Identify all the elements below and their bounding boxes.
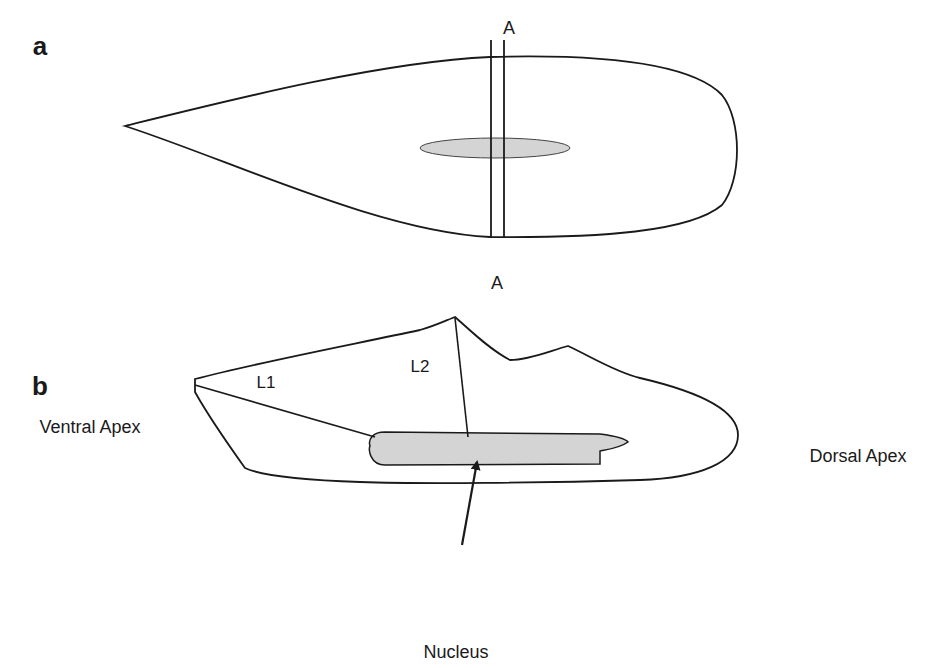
apex-label: Dorsal Apex: [809, 447, 906, 465]
panel-letter: b: [32, 373, 48, 399]
nucleus-bar: [369, 432, 628, 465]
measure-line: [455, 318, 468, 437]
nucleus-label: Nucleus: [423, 643, 488, 661]
length-label: L2: [411, 358, 430, 375]
panel-letter: a: [33, 33, 47, 59]
length-label: L1: [257, 374, 276, 391]
nucleus-ellipse: [420, 138, 570, 158]
cell-outline: [125, 56, 737, 237]
section-line: [490, 40, 492, 238]
apex-label: Ventral Apex: [39, 418, 140, 436]
measure-line: [195, 385, 375, 437]
section-line: [503, 40, 505, 238]
cross-section-outline: [195, 317, 738, 483]
section-mark: A: [491, 274, 503, 292]
section-mark: A: [503, 19, 515, 37]
leader-arrow: [462, 462, 477, 545]
